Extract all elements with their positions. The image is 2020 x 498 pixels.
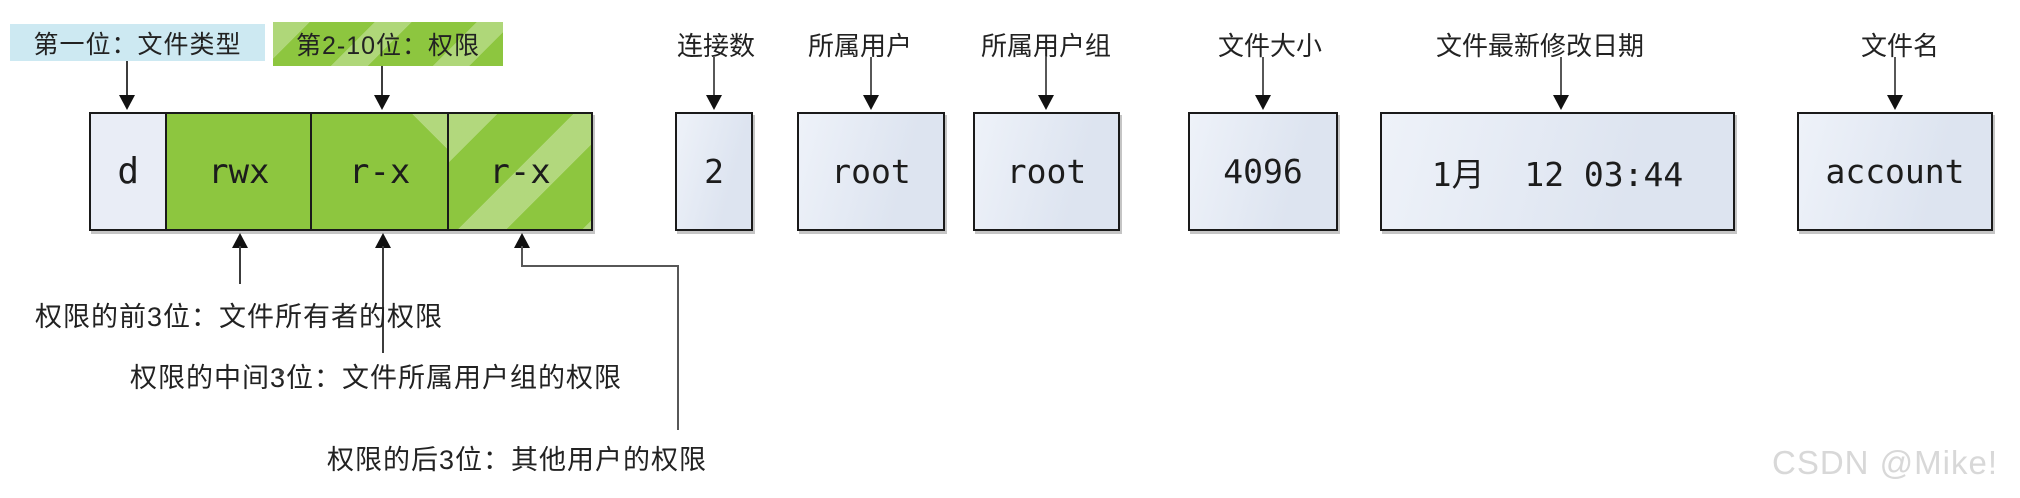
arrow-other-perms-head-icon xyxy=(514,233,530,248)
arrow-size-line xyxy=(1262,57,1264,96)
value-box-group: root xyxy=(973,112,1120,231)
arrow-owner-head-icon xyxy=(863,95,879,110)
value-box-date: 1月 12 03:44 xyxy=(1380,112,1735,231)
column-label-owner: 所属用户 xyxy=(807,31,913,61)
annotation-group-perms: 权限的中间3位：文件所属用户组的权限 xyxy=(130,363,623,393)
arrow-date-head-icon xyxy=(1553,95,1569,110)
arrow-name-line xyxy=(1894,57,1896,96)
tag-permissions: 第2-10位：权限 xyxy=(273,22,503,66)
arrow-other-perms-line-v1 xyxy=(521,246,523,267)
arrow-size-head-icon xyxy=(1255,95,1271,110)
column-label-size: 文件大小 xyxy=(1217,31,1323,61)
annotation-other-perms: 权限的后3位：其他用户的权限 xyxy=(327,445,708,475)
arrow-group-perms-head-icon xyxy=(375,233,391,248)
watermark: CSDN @Mike! xyxy=(1772,444,1999,481)
arrow-file-type-line xyxy=(126,61,128,96)
arrow-name-head-icon xyxy=(1887,95,1903,110)
arrow-group-line xyxy=(1045,57,1047,96)
arrow-group-head-icon xyxy=(1038,95,1054,110)
annotation-owner-perms: 权限的前3位：文件所有者的权限 xyxy=(35,302,444,332)
arrow-file-type-head-icon xyxy=(119,95,135,110)
arrow-date-line xyxy=(1560,57,1562,96)
column-label-name: 文件名 xyxy=(1860,31,1940,61)
arrow-owner-perms-head-icon xyxy=(232,233,248,248)
permission-strip: d rwx r-x r-x xyxy=(89,112,593,231)
column-label-link-count: 连接数 xyxy=(676,31,756,61)
permission-cell-others: r-x xyxy=(449,114,591,229)
value-box-name: account xyxy=(1797,112,1993,231)
permission-cell-group: r-x xyxy=(312,114,450,229)
tag-file-type: 第一位：文件类型 xyxy=(10,24,265,61)
arrow-link-count-head-icon xyxy=(706,95,722,110)
arrow-permissions-line xyxy=(381,66,383,96)
column-label-date: 文件最新修改日期 xyxy=(1435,31,1645,61)
arrow-owner-perms-line xyxy=(239,246,241,284)
arrow-other-perms-line-h xyxy=(521,265,679,267)
value-box-size: 4096 xyxy=(1188,112,1338,231)
permission-cell-filetype: d xyxy=(91,114,168,229)
value-box-owner: root xyxy=(797,112,945,231)
arrow-owner-line xyxy=(870,57,872,96)
column-label-group: 所属用户组 xyxy=(980,31,1112,61)
value-box-link-count: 2 xyxy=(675,112,753,231)
arrow-group-perms-line xyxy=(382,246,384,353)
permission-cell-owner: rwx xyxy=(167,114,313,229)
arrow-link-count-line xyxy=(713,57,715,96)
arrow-permissions-head-icon xyxy=(374,95,390,110)
stray-dot xyxy=(279,370,284,375)
arrow-other-perms-line-v2 xyxy=(677,265,679,430)
